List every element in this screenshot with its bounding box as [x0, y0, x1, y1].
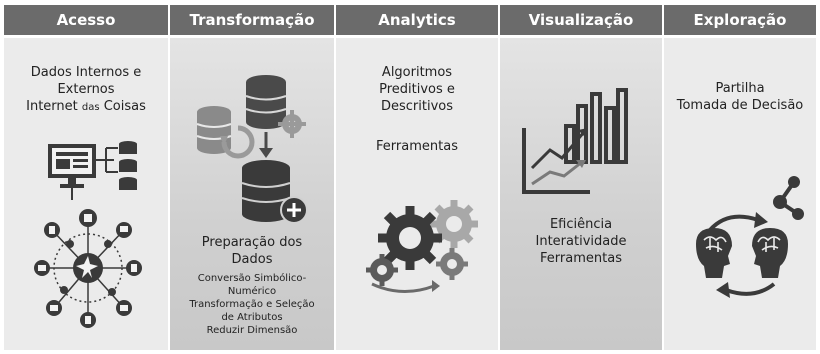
data-preparation-title: Preparação dos Dados: [201, 235, 303, 267]
column-visualizacao: Visualização Eficiência Interatividade: [500, 0, 662, 354]
column-exploracao: Exploração Partilha Tomada de Decisão: [664, 0, 816, 354]
tools-text: Ferramentas: [376, 139, 458, 154]
column-header: Transformação: [170, 5, 334, 35]
column-analytics: Analytics Algoritmos Preditivos e Descri…: [336, 0, 498, 354]
column-header: Visualização: [500, 5, 662, 35]
visualization-features-text: Eficiência Interatividade Ferramentas: [535, 217, 627, 266]
column-panel: Partilha Tomada de Decisão: [664, 38, 816, 350]
share-icon: [773, 176, 804, 220]
database-transform-icon: [196, 75, 308, 224]
column-header: Exploração: [664, 5, 816, 35]
column-panel: Dados Internos e Externos Internet das C…: [4, 38, 168, 350]
shared-thinking-heads-icon: [696, 212, 788, 298]
column-header: Acesso: [4, 5, 168, 35]
chart-growth-icon: [522, 88, 628, 194]
exploration-text: Partilha Tomada de Decisão: [676, 81, 804, 113]
iot-network-icon: [34, 209, 142, 328]
column-acesso: Acesso Dados Internos e Externos Interne…: [4, 0, 168, 354]
column-header: Analytics: [336, 5, 498, 35]
iot-line: Internet das Coisas: [26, 99, 146, 114]
data-sources-text: Dados Internos e Externos Internet das C…: [4, 64, 168, 116]
algorithms-text: Algoritmos Preditivos e Descritivos: [379, 65, 455, 114]
column-panel: Eficiência Interatividade Ferramentas: [500, 38, 662, 350]
gears-icon: [366, 200, 478, 294]
computer-database-icon: [48, 141, 137, 200]
data-preparation-details: Conversão Simbólico- Numérico Transforma…: [189, 273, 315, 336]
column-panel: Preparação dos Dados Conversão Simbólico…: [170, 38, 334, 350]
column-transformacao: Transformação: [170, 0, 334, 354]
column-panel: Algoritmos Preditivos e Descritivos Ferr…: [336, 38, 498, 350]
